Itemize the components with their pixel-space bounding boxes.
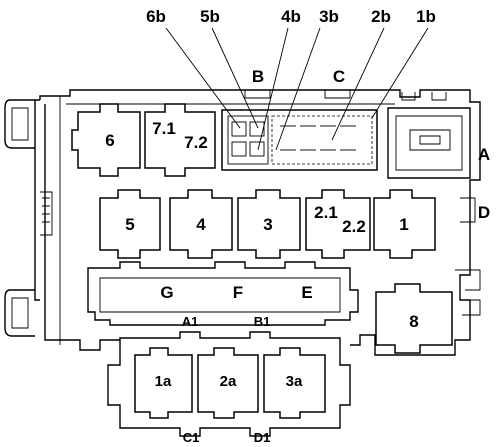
relay-labels: 6 7.1 7.2 5 4 3 2.1 2.2 1 8 1a 2a 3a	[105, 119, 418, 390]
callout-2b: 2b	[371, 7, 391, 26]
connector-label-g: G	[160, 283, 173, 302]
relay-5	[99, 189, 161, 259]
connector-label-a: A	[478, 145, 490, 164]
relay-8	[375, 283, 453, 354]
connector-label-a1: A1	[182, 314, 199, 329]
top-callout-labels: 6b 5b 4b 3b 2b 1b	[146, 7, 436, 26]
relay-label-7-2: 7.2	[184, 133, 208, 152]
relay-label-5: 5	[125, 215, 134, 234]
callout-6b: 6b	[146, 7, 166, 26]
relay-label-8: 8	[409, 312, 418, 331]
relay-6	[71, 103, 141, 177]
relay-7	[144, 103, 216, 177]
callout-5b: 5b	[200, 7, 220, 26]
callout-1b: 1b	[416, 7, 436, 26]
relay-label-3a: 3a	[286, 373, 303, 390]
connector-label-b: B	[252, 67, 264, 86]
relay-label-2a: 2a	[220, 373, 237, 390]
housing-outline	[4, 89, 481, 356]
relay-label-1: 1	[399, 215, 408, 234]
connector-label-b1: B1	[254, 314, 271, 329]
relay-1	[373, 189, 436, 259]
lower-relay-block	[107, 331, 351, 437]
connector-label-d1: D1	[254, 430, 271, 445]
relay-label-4: 4	[196, 215, 206, 234]
relay-label-2-2: 2.2	[342, 217, 366, 236]
relay-3	[237, 189, 301, 259]
connector-block-gfe	[87, 261, 359, 326]
relay-label-3: 3	[263, 215, 272, 234]
relay-4	[169, 189, 233, 259]
mini-fuse-block	[221, 90, 378, 171]
callout-leaders	[165, 27, 429, 151]
relay-label-2-1: 2.1	[314, 203, 338, 222]
connector-label-c: C	[333, 67, 345, 86]
callout-4b: 4b	[281, 7, 301, 26]
connector-labels: B C A D G F E A1 B1 C1 D1	[160, 67, 490, 445]
connector-label-f: F	[233, 283, 243, 302]
callout-3b: 3b	[319, 7, 339, 26]
relay-label-1a: 1a	[155, 373, 172, 390]
relay-label-7-1: 7.1	[152, 119, 176, 138]
relay-label-6: 6	[105, 131, 114, 150]
relay-2	[305, 189, 371, 259]
connector-label-c1: C1	[183, 430, 200, 445]
connector-label-d: D	[478, 203, 490, 222]
connector-label-e: E	[301, 283, 312, 302]
